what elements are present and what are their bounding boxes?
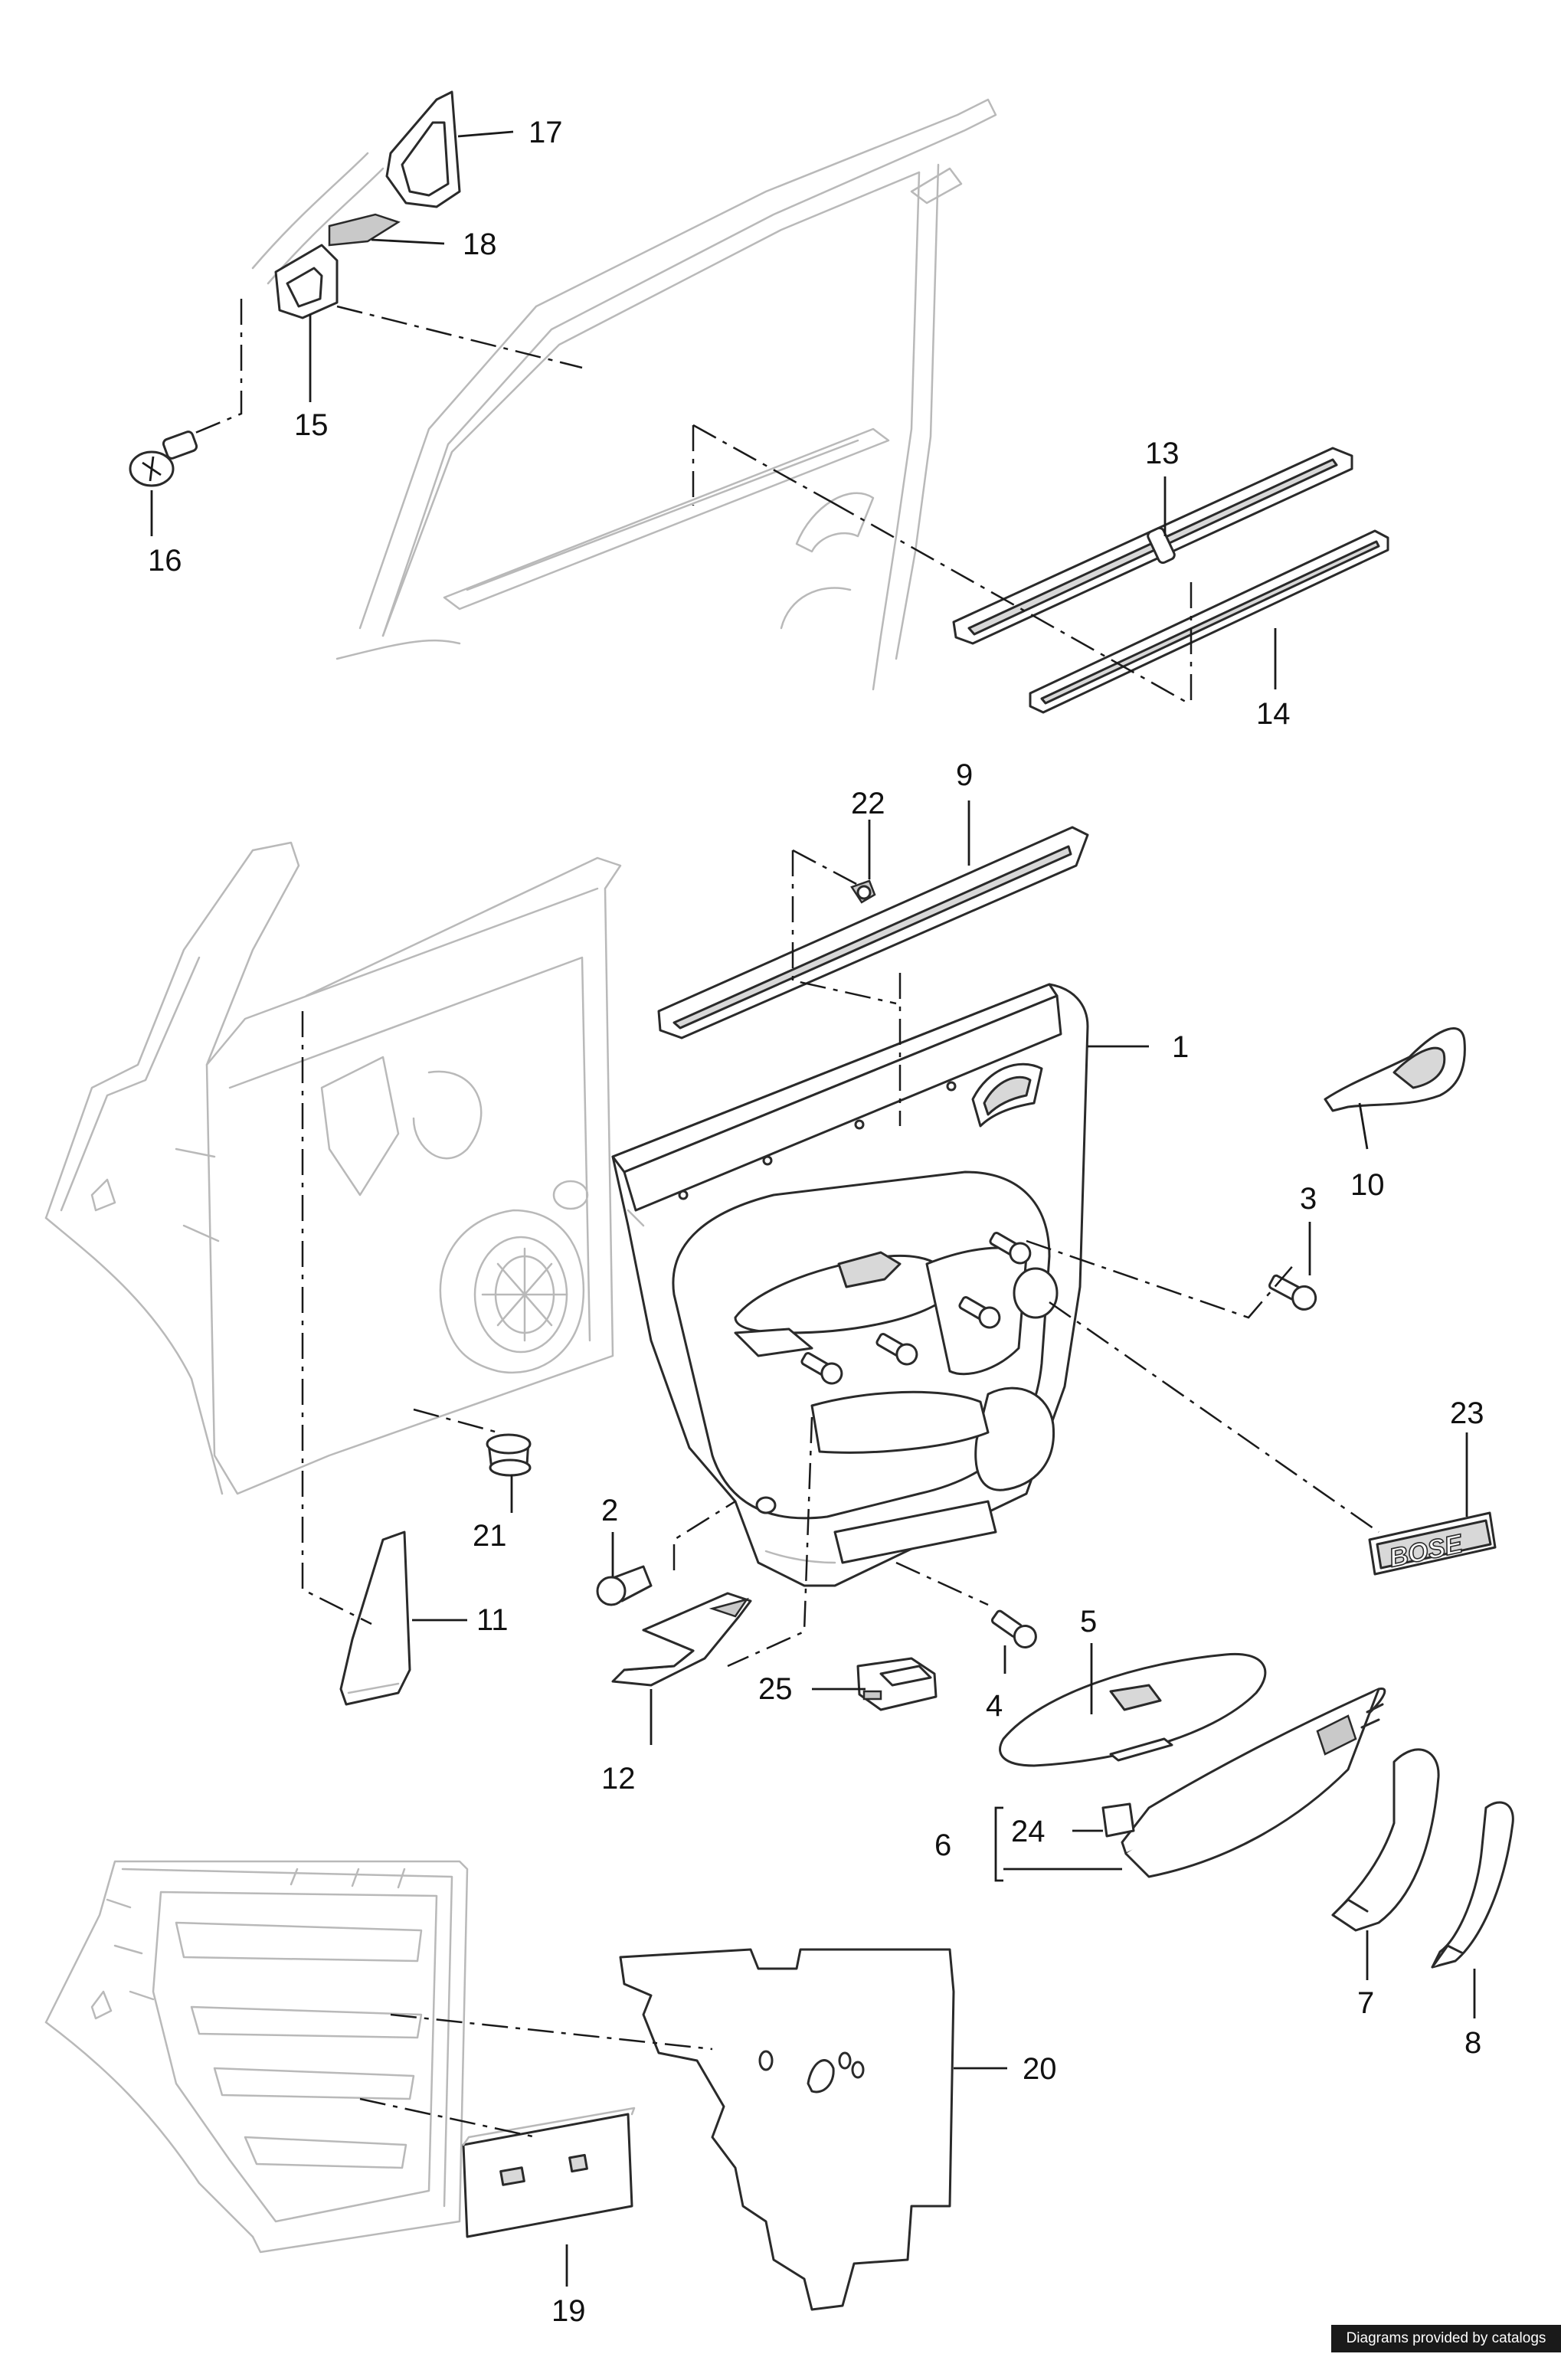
callout-4: 4 [986,1689,1003,1723]
callout-1: 1 [1172,1030,1189,1064]
bracket-part-15 [274,244,339,319]
credit-bar: Diagrams provided by catalogs parts [1331,2325,1561,2374]
bracket-part-12 [611,1592,752,1687]
membrane-part-20 [619,1948,955,2311]
callout-7: 7 [1357,1986,1374,2020]
callout-20: 20 [1023,2052,1057,2086]
bose-emblem-part-23: BOSE [1368,1511,1497,1576]
upper-trim-part-9 [657,826,1089,1039]
callout-18: 18 [463,228,497,261]
callout-9: 9 [956,758,973,792]
switch-part-25 [856,1657,938,1711]
foam-pad-part-19 [462,2107,636,2238]
clip-part-22 [850,879,876,904]
upper-door-frame-ghost [335,98,997,691]
callout-12: 12 [601,1762,636,1796]
callout-25: 25 [758,1672,793,1706]
screw-part-4 [990,1609,1037,1648]
callout-22: 22 [851,787,885,820]
callout-2: 2 [601,1494,618,1527]
callout-23: 23 [1450,1396,1484,1430]
plug-part-21 [486,1433,532,1477]
pad-part-24 [1101,1802,1135,1838]
pull-handle-part-7 [1331,1748,1440,1932]
callout-16: 16 [148,544,182,578]
callout-11: 11 [476,1603,509,1637]
callout-numbers: 1 2 3 4 5 6 7 8 9 10 11 12 13 14 15 16 1… [148,116,1484,2328]
leader-lines [150,130,1476,2287]
callout-10: 10 [1350,1168,1385,1202]
callout-19: 19 [551,2294,586,2328]
assembly-lines [195,299,1379,2139]
clip-part-2 [596,1565,653,1606]
pad-part-18 [328,213,401,247]
callout-24: 24 [1011,1815,1046,1848]
triangle-trim-part-11 [339,1530,411,1706]
handle-bezel-part-10 [1324,1027,1466,1112]
callout-8: 8 [1464,2026,1481,2060]
callout-13: 13 [1145,437,1180,470]
callout-14: 14 [1256,697,1291,731]
door-shell-ghost [44,841,622,1495]
sill-strip-part-13 [952,447,1353,645]
door-trim-panel-part-1 [611,983,1089,1587]
callout-5: 5 [1080,1605,1097,1639]
inner-door-ghost [44,1860,469,2254]
screw-part-16 [129,430,198,487]
callout-21: 21 [473,1519,507,1553]
screw-part-3 [1268,1274,1317,1311]
armrest-part-6 [1121,1687,1386,1878]
corner-trim-part-17 [251,90,461,285]
sill-strip-part-14 [1029,529,1389,714]
end-cap-part-8 [1431,1801,1514,1969]
panel-screws [800,1232,1032,1385]
callout-15: 15 [294,408,329,442]
callout-3: 3 [1300,1182,1317,1216]
switch-panel-part-5 [999,1652,1267,1767]
callout-17: 17 [529,116,563,149]
callout-6: 6 [934,1828,951,1862]
